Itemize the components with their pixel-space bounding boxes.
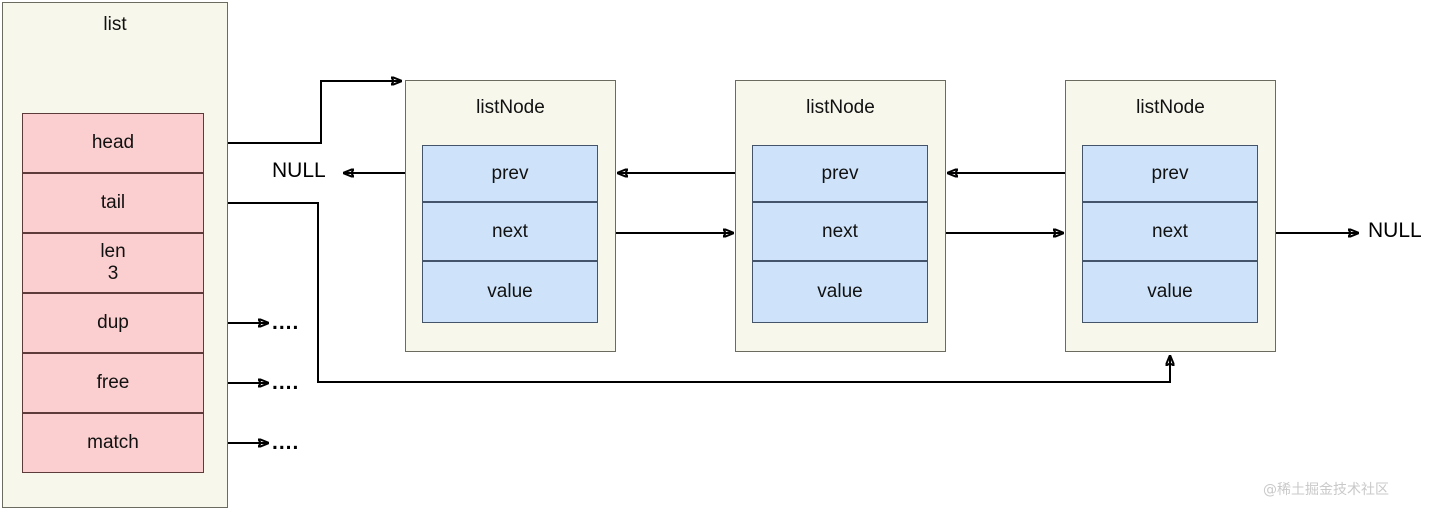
listnode-2-next-label: next — [822, 220, 858, 242]
null-label-left: NULL — [272, 159, 326, 182]
listnode-3-next-label: next — [1152, 220, 1188, 242]
listnode-2-field-prev[interactable]: prev — [752, 145, 928, 202]
dots-match: .... — [272, 431, 300, 454]
listnode-1-field-next[interactable]: next — [422, 202, 598, 261]
null-label-right: NULL — [1368, 219, 1422, 242]
listnode-3-field-prev[interactable]: prev — [1082, 145, 1258, 202]
listnode-2-field-next[interactable]: next — [752, 202, 928, 261]
list-field-match[interactable]: match — [22, 413, 204, 473]
listnode-2-title: listNode — [806, 97, 875, 118]
listnode-3-title: listNode — [1136, 97, 1205, 118]
dots-free: .... — [272, 371, 300, 394]
list-field-tail[interactable]: tail — [22, 173, 204, 233]
list-field-head[interactable]: head — [22, 113, 204, 173]
list-field-head-label: head — [91, 132, 135, 154]
list-field-len-label: len 3 — [100, 241, 126, 284]
listnode-1-next-label: next — [492, 220, 528, 242]
listnode-3-field-next[interactable]: next — [1082, 202, 1258, 261]
list-field-dup[interactable]: dup — [22, 293, 204, 353]
list-field-match-label: match — [87, 432, 139, 454]
listnode-1-prev-label: prev — [491, 162, 529, 184]
list-field-free[interactable]: free — [22, 353, 204, 413]
wire-head-to-node1 — [203, 81, 401, 144]
list-struct-title: list — [103, 14, 127, 35]
list-field-dup-label: dup — [97, 312, 129, 334]
dots-dup: .... — [272, 311, 300, 334]
listnode-1-field-prev[interactable]: prev — [422, 145, 598, 202]
listnode-3-value-label: value — [1147, 281, 1193, 303]
watermark: @稀土掘金技术社区 — [1263, 482, 1389, 498]
listnode-2-field-value[interactable]: value — [752, 261, 928, 323]
listnode-2-value-label: value — [817, 281, 863, 303]
listnode-2-prev-label: prev — [821, 162, 859, 184]
list-field-len[interactable]: len 3 — [22, 233, 204, 293]
listnode-3-prev-label: prev — [1151, 162, 1189, 184]
listnode-1-title: listNode — [476, 97, 545, 118]
wire-tail-to-node3 — [203, 202, 1170, 383]
list-field-free-label: free — [96, 372, 130, 394]
listnode-3-field-value[interactable]: value — [1082, 261, 1258, 323]
listnode-1-field-value[interactable]: value — [422, 261, 598, 323]
listnode-1-value-label: value — [487, 281, 533, 303]
list-field-tail-label: tail — [100, 192, 126, 214]
